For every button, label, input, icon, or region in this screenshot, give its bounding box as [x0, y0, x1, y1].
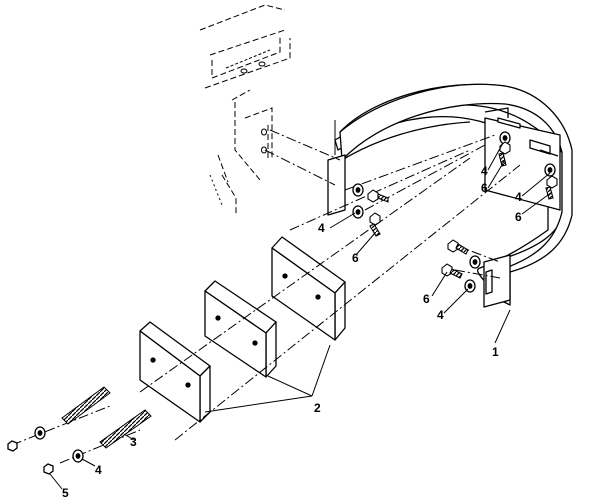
nut-rod-upper [7, 440, 18, 452]
washer-rod-lower [72, 449, 84, 463]
nuts [7, 440, 54, 475]
callout-bolt-front: 6 [423, 292, 430, 306]
weight-block-large [271, 236, 346, 341]
washer-left-2 [352, 205, 364, 219]
weight-block-middle [204, 280, 277, 378]
machine-frame-outline [199, 4, 291, 215]
bolt-left-upper [367, 189, 389, 203]
threaded-rod-lower [99, 409, 152, 449]
leader-lines [49, 142, 553, 490]
callout-washer-rear-2: 4 [515, 190, 522, 204]
weight-bracket [327, 83, 573, 308]
washer-front-1 [469, 255, 481, 269]
threaded-rod-upper [61, 386, 111, 425]
washer-rear-2 [544, 163, 556, 177]
washer-rod-upper [34, 426, 46, 440]
callout-washer-front: 4 [437, 308, 444, 322]
callout-washer-rear-1: 4 [481, 164, 488, 178]
nut-rod-lower [43, 463, 54, 475]
washer-left-1 [352, 183, 364, 197]
callout-bolt-rear-1: 6 [481, 181, 488, 195]
callout-bracket: 1 [492, 345, 499, 359]
bolt-rear-1 [498, 141, 511, 167]
callouts: 1 2 3 4 5 4 6 4 6 4 6 6 4 [62, 164, 522, 500]
bolts [367, 141, 558, 279]
callout-bolt-left: 6 [352, 251, 359, 265]
bolt-rear-2 [545, 175, 558, 200]
callout-rod: 3 [130, 435, 137, 449]
callout-washer-left: 4 [318, 221, 325, 235]
center-lines [11, 129, 521, 464]
weight-block-front [139, 321, 211, 423]
callout-nut: 5 [62, 486, 69, 500]
callout-washer-rod: 4 [95, 463, 102, 477]
bolt-left-lower [369, 212, 381, 237]
callout-blocks: 2 [314, 401, 321, 415]
frame-holes [240, 61, 267, 154]
callout-bolt-rear-2: 6 [515, 210, 522, 224]
bolt-front-upper [447, 239, 469, 255]
bolt-front-lower [441, 263, 463, 279]
